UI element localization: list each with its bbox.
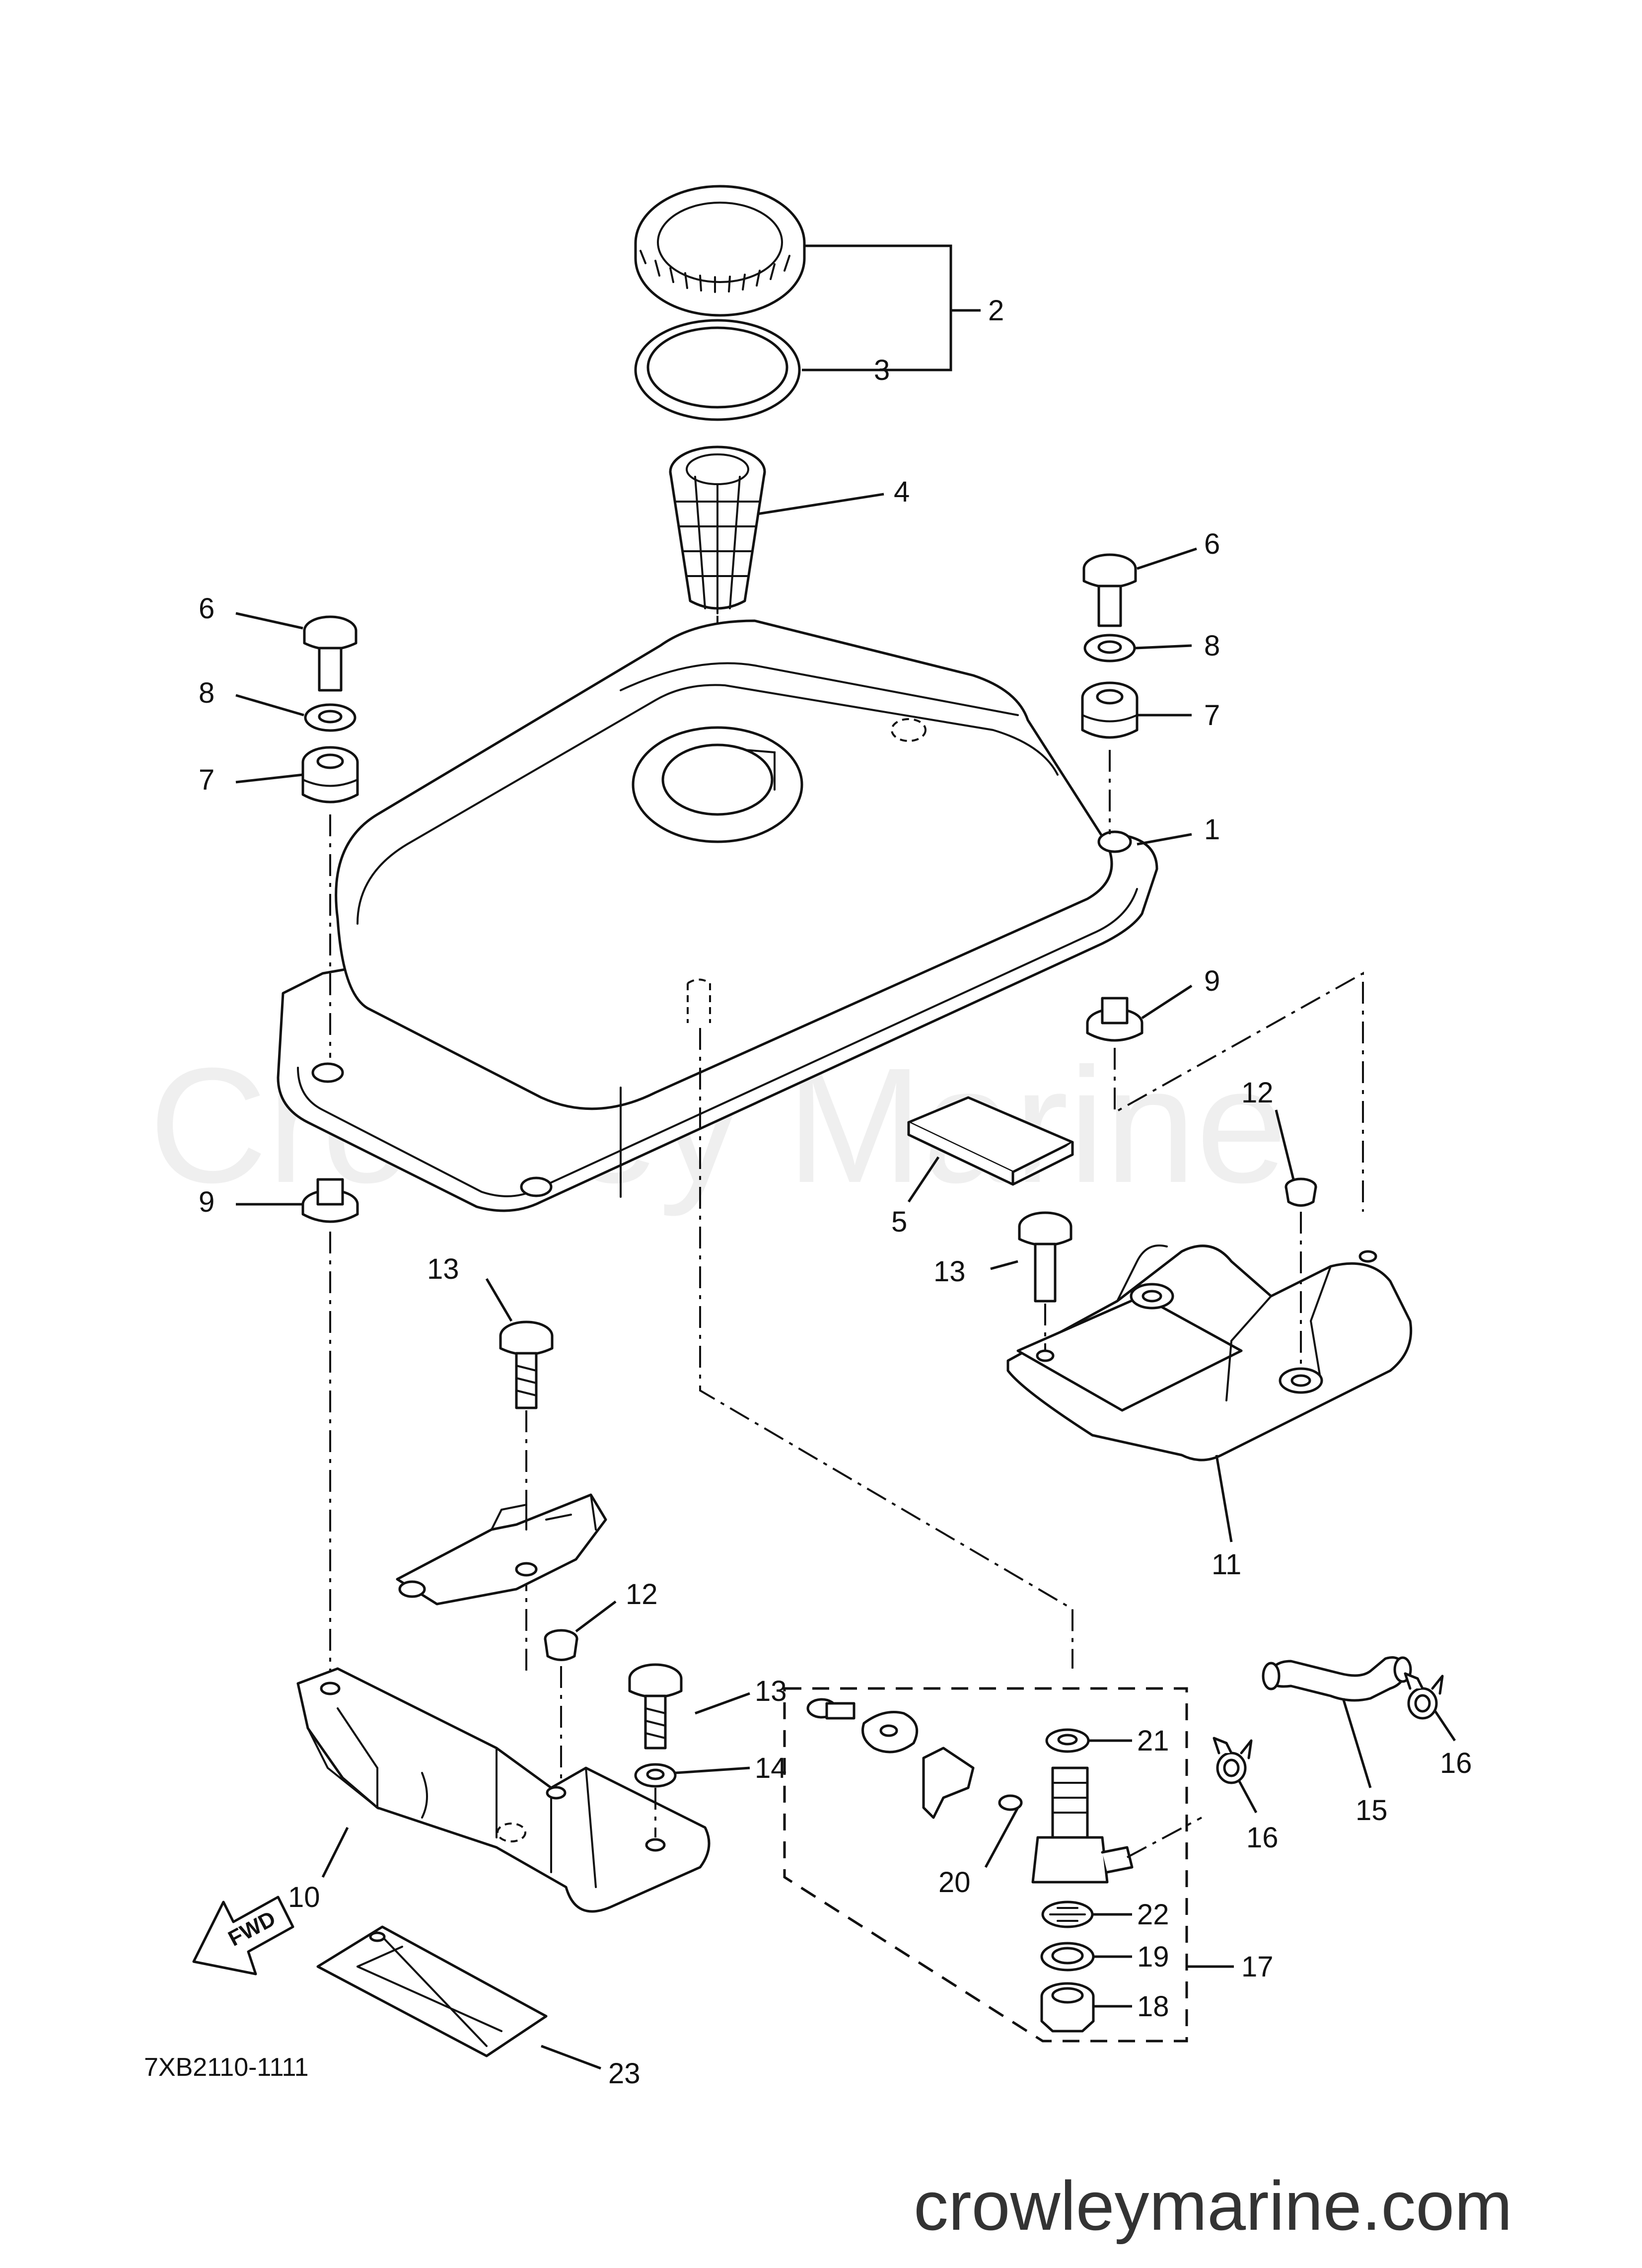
site-url: crowleymarine.com bbox=[914, 2167, 1512, 2245]
callout-14: 14 bbox=[755, 1752, 787, 1784]
callout-13-right: 13 bbox=[933, 1255, 966, 1288]
callout-15: 15 bbox=[1356, 1794, 1388, 1827]
callout-5: 5 bbox=[891, 1206, 907, 1238]
pad-icon bbox=[316, 1925, 548, 2057]
bolt-icon bbox=[1018, 1211, 1072, 1303]
fuel-cock-icon bbox=[806, 1698, 1134, 2033]
throttle-plate-icon bbox=[396, 1493, 607, 1606]
callout-8-right: 8 bbox=[1204, 630, 1220, 662]
callout-12-right: 12 bbox=[1241, 1077, 1274, 1109]
callout-22: 22 bbox=[1137, 1899, 1169, 1931]
callout-17: 17 bbox=[1241, 1951, 1274, 1983]
grommet-icon bbox=[301, 746, 359, 804]
callout-9-right: 9 bbox=[1204, 965, 1220, 997]
leader-lines bbox=[235, 244, 1456, 2070]
diagram-code: 7XB2110-1111 bbox=[144, 2053, 309, 2082]
plug-icon bbox=[544, 1629, 578, 1661]
bracket-icon bbox=[296, 1667, 711, 1913]
callout-13-middle: 13 bbox=[427, 1253, 459, 1285]
callout-21: 21 bbox=[1137, 1725, 1169, 1757]
clip-icon bbox=[1213, 1737, 1253, 1784]
callout-13-lower: 13 bbox=[755, 1675, 787, 1707]
cap-gasket-icon bbox=[634, 319, 801, 421]
rubber-mount-icon bbox=[1086, 997, 1143, 1042]
callout-3: 3 bbox=[874, 354, 890, 386]
fwd-arrow-icon: FWD bbox=[192, 1896, 294, 1975]
callout-4: 4 bbox=[894, 476, 910, 508]
callout-12-middle: 12 bbox=[626, 1578, 658, 1610]
callout-19: 19 bbox=[1137, 1941, 1169, 1973]
callout-6-left: 6 bbox=[199, 592, 214, 625]
grommet-icon bbox=[1081, 681, 1139, 739]
callout-20: 20 bbox=[938, 1866, 971, 1899]
washer-icon bbox=[634, 1763, 677, 1788]
plug-icon bbox=[1285, 1177, 1317, 1207]
callout-16-left: 16 bbox=[1246, 1822, 1279, 1854]
bolt-icon bbox=[1082, 553, 1137, 627]
bracket-icon bbox=[1006, 1244, 1413, 1462]
bolt-icon bbox=[628, 1663, 683, 1750]
fuel-cap-icon bbox=[634, 185, 806, 317]
callout-8-left: 8 bbox=[199, 677, 214, 709]
hose-icon bbox=[1262, 1656, 1412, 1702]
callout-2: 2 bbox=[988, 294, 1004, 327]
callout-16-right: 16 bbox=[1440, 1747, 1472, 1779]
fuel-tank-icon bbox=[277, 619, 1158, 1212]
clip-icon bbox=[1404, 1672, 1444, 1720]
callout-1: 1 bbox=[1204, 813, 1220, 846]
callout-6-right: 6 bbox=[1204, 528, 1220, 560]
washer-icon bbox=[1083, 634, 1136, 662]
callout-9-left: 9 bbox=[199, 1186, 214, 1218]
callout-11: 11 bbox=[1212, 1548, 1241, 1581]
rubber-mount-icon bbox=[301, 1178, 359, 1223]
callout-7-left: 7 bbox=[199, 764, 214, 796]
damper-pad-icon bbox=[907, 1096, 1074, 1186]
callout-10: 10 bbox=[288, 1881, 320, 1913]
washer-icon bbox=[304, 703, 357, 732]
filter-basket-icon bbox=[669, 445, 766, 614]
callout-18: 18 bbox=[1137, 1990, 1169, 2023]
callout-7-right: 7 bbox=[1204, 699, 1220, 732]
bolt-icon bbox=[499, 1320, 554, 1409]
callout-23: 23 bbox=[608, 2057, 641, 2090]
bolt-icon bbox=[303, 615, 357, 692]
